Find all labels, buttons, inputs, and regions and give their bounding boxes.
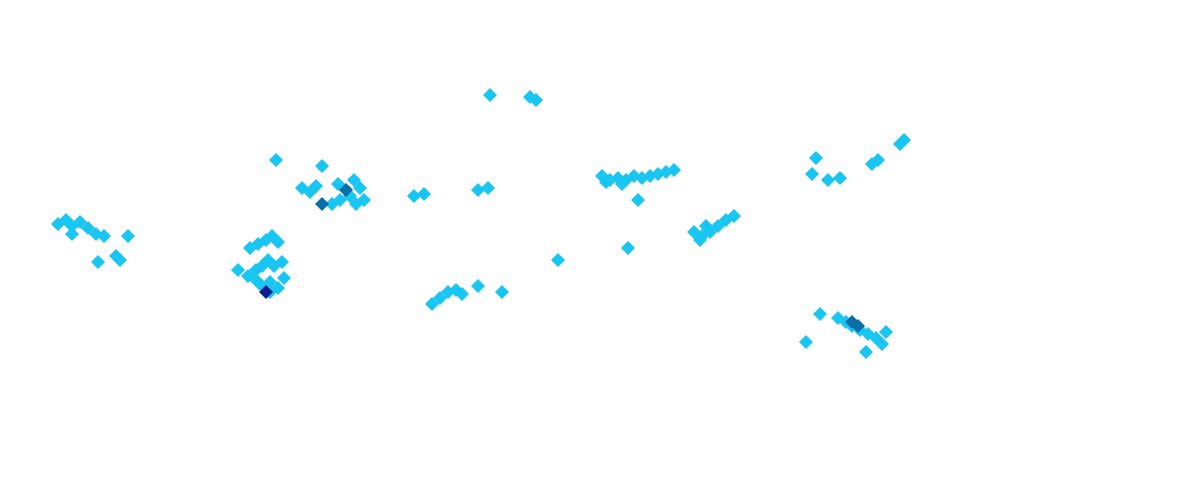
density-cell xyxy=(821,173,835,187)
density-cell xyxy=(871,153,885,167)
density-cell xyxy=(231,263,245,277)
density-cell xyxy=(315,159,329,173)
density-cell xyxy=(833,171,847,185)
density-cell xyxy=(727,209,741,223)
density-cluster-c06 xyxy=(259,285,273,299)
density-cell xyxy=(471,183,485,197)
density-cell xyxy=(851,319,865,333)
density-cell xyxy=(275,255,289,269)
density-cell xyxy=(483,88,497,102)
density-cell xyxy=(621,241,635,255)
density-cell xyxy=(631,193,645,207)
density-cell xyxy=(309,179,323,193)
density-cluster-c05 xyxy=(231,229,291,299)
density-cell xyxy=(813,307,827,321)
density-cell xyxy=(529,93,543,107)
density-cell xyxy=(471,279,485,293)
density-cell xyxy=(599,175,613,189)
density-cell xyxy=(551,253,565,267)
density-cell xyxy=(353,181,367,195)
density-cell xyxy=(875,337,889,351)
density-cell xyxy=(65,227,79,241)
density-cell xyxy=(805,167,819,181)
density-cluster-c11 xyxy=(687,209,741,247)
density-cell xyxy=(407,189,421,203)
density-cluster-c07 xyxy=(425,279,509,311)
density-cell xyxy=(481,181,495,195)
density-cell xyxy=(269,153,283,167)
density-cell xyxy=(809,151,823,165)
density-cell xyxy=(277,271,291,285)
density-cell xyxy=(349,197,363,211)
density-cell xyxy=(325,197,339,211)
density-cell xyxy=(97,229,111,243)
density-cell xyxy=(897,133,911,147)
density-cluster-c13 xyxy=(799,307,893,359)
density-cell xyxy=(879,325,893,339)
density-cell xyxy=(339,183,353,197)
density-cell xyxy=(315,197,329,211)
density-cell xyxy=(121,229,135,243)
density-cluster-c10 xyxy=(551,241,635,267)
density-cluster-c09 xyxy=(595,163,681,207)
density-cell xyxy=(693,233,707,247)
density-cell xyxy=(113,253,127,267)
density-cell xyxy=(271,235,285,249)
density-cell xyxy=(495,285,509,299)
density-cluster-c08 xyxy=(483,88,543,107)
density-cluster-c03 xyxy=(407,181,495,203)
density-cell xyxy=(259,285,273,299)
density-cell xyxy=(859,345,873,359)
density-cluster-c04 xyxy=(315,183,353,211)
density-cell xyxy=(667,163,681,177)
density-cluster-c16 xyxy=(845,315,865,333)
density-cluster-c12 xyxy=(805,133,911,187)
density-cell xyxy=(699,219,713,233)
density-cell xyxy=(91,255,105,269)
density-cell xyxy=(799,335,813,349)
density-cell xyxy=(615,177,629,191)
density-cell xyxy=(455,287,469,301)
density-cluster-c01 xyxy=(51,213,135,269)
density-cell xyxy=(417,187,431,201)
